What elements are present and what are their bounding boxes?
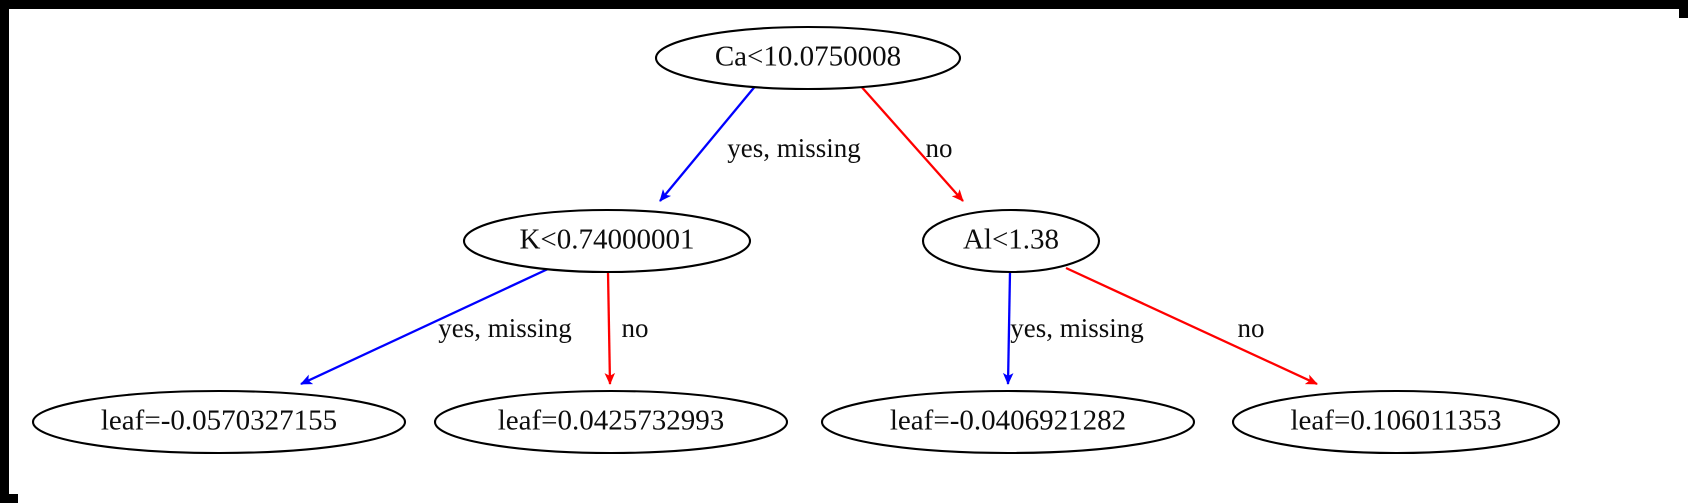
edge-label: no <box>622 313 649 343</box>
edge-label: no <box>1238 313 1265 343</box>
node-ellipse <box>31 389 407 455</box>
tree-edge-no <box>604 271 616 385</box>
leaf-node-l1[interactable]: leaf=-0.0570327155 <box>31 389 407 455</box>
tree-edge-no <box>858 83 964 202</box>
leaf-node-l3[interactable]: leaf=-0.0406921282 <box>820 389 1196 455</box>
split-node-root[interactable]: Ca<10.0750008 <box>654 25 962 91</box>
tree-edge-yes <box>1002 271 1014 385</box>
node-label: K<0.74000001 <box>519 224 694 256</box>
node-ellipse <box>462 208 752 274</box>
edge-label: yes, missing <box>438 313 572 343</box>
split-node-n1[interactable]: K<0.74000001 <box>462 208 752 274</box>
tree-edge-yes <box>659 83 758 202</box>
node-label: Ca<10.0750008 <box>715 41 901 73</box>
node-ellipse <box>433 389 789 455</box>
node-label: leaf=0.0425732993 <box>498 405 725 437</box>
node-ellipse <box>1231 389 1561 455</box>
edge-labels-layer: yes, missing no yes, missing no yes, missing… <box>438 133 1264 343</box>
node-ellipse <box>654 25 962 91</box>
edge-label: no <box>926 133 953 163</box>
tree-edge-yes <box>300 266 551 386</box>
node-label: leaf=-0.0406921282 <box>890 405 1126 437</box>
node-label: Al<1.38 <box>963 224 1059 256</box>
tree-edge-no <box>1065 266 1318 386</box>
node-label: leaf=0.106011353 <box>1291 405 1502 437</box>
edge-label: yes, missing <box>1010 313 1144 343</box>
split-node-n2[interactable]: Al<1.38 <box>921 208 1101 274</box>
node-ellipse <box>921 208 1101 274</box>
node-ellipse <box>820 389 1196 455</box>
edge-label: yes, missing <box>727 133 861 163</box>
node-label: leaf=-0.0570327155 <box>101 405 337 437</box>
leaf-node-l2[interactable]: leaf=0.0425732993 <box>433 389 789 455</box>
leaf-node-l4[interactable]: leaf=0.106011353 <box>1231 389 1561 455</box>
edges-layer <box>300 83 1318 386</box>
